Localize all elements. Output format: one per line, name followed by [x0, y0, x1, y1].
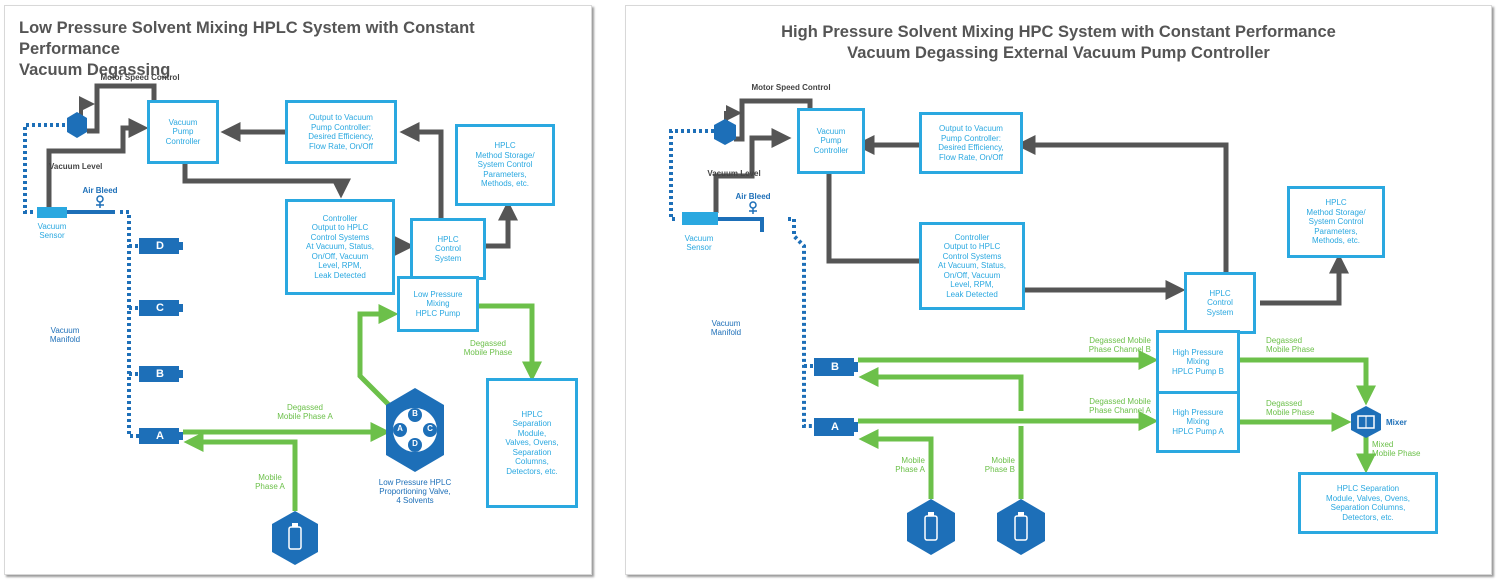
valve-port-d: D: [412, 439, 418, 448]
channel-a-label: A: [831, 421, 839, 433]
degassed-mobile-phase-a-label: Degassed Mobile Phase: [1266, 399, 1315, 417]
channel-a-label: A: [156, 430, 164, 442]
vacuum-level-label: Vacuum Level: [707, 169, 761, 178]
vacuum-level-label: Vacuum Level: [49, 162, 103, 171]
degassed-channel-b-label: Degassed Mobile Phase Channel B: [1088, 336, 1151, 354]
channel-a-block: [139, 428, 183, 444]
degassed-channel-a-label: Degassed Mobile Phase Channel A: [1089, 397, 1151, 415]
control-to-method-storage-line: [1260, 253, 1349, 306]
degassed-mobile-phase-b-label: Degassed Mobile Phase: [1266, 336, 1315, 354]
high-pressure-diagram-lines: [669, 98, 1381, 555]
mobile-phase-a-line: [183, 432, 298, 511]
valve-port-a: A: [397, 424, 403, 433]
channel-c-block: [139, 300, 183, 316]
separation-module-box: HPLC Separation Module, Valves, Ovens, S…: [486, 378, 578, 508]
proportioning-valve-label: Low Pressure HPLC Proportioning Valve, 4…: [378, 478, 452, 505]
output-to-vacuum-pump-controller-box: Output to Vacuum Pump Controller: Desire…: [285, 100, 397, 164]
proportioning-valve-icon: [386, 388, 444, 472]
controller-output-box: Controller Output to HPLC Control System…: [919, 222, 1025, 310]
high-pressure-diagram-panel: High Pressure Solvent Mixing HPC System …: [625, 5, 1492, 575]
vacuum-pump-controller-box: Vacuum Pump Controller: [797, 108, 865, 174]
motor-speed-control-label: Motor Speed Control: [751, 83, 831, 92]
vacuum-level-line: [46, 118, 149, 208]
low-pressure-pump-box: Low Pressure Mixing HPLC Pump: [397, 276, 479, 332]
vacuum-manifold-label: Vacuum Manifold: [710, 319, 742, 337]
channel-b-label: B: [831, 361, 839, 373]
vacuum-line-to-pump: [23, 123, 65, 214]
solvent-bottle-b-icon: [997, 499, 1045, 555]
pump-b-to-mixer-line: [1239, 357, 1376, 406]
air-bleed-icon: [749, 201, 757, 214]
control-to-method-storage-line: [486, 200, 518, 249]
output-to-vacuum-pump-controller-box: Output to Vacuum Pump Controller: Desire…: [919, 112, 1023, 174]
low-pressure-diagram-panel: Low Pressure Solvent Mixing HPLC System …: [4, 5, 592, 575]
pump-a-box: High Pressure Mixing HPLC Pump A: [1156, 391, 1240, 453]
mobile-phase-b-line: [866, 377, 1024, 499]
solvent-bottle-a-icon: [272, 511, 318, 565]
mixer-label: Mixer: [1386, 418, 1407, 427]
vacuum-sensor-label: Vacuum Sensor: [684, 234, 714, 252]
degassed-mobile-phase-label: Degassed Mobile Phase: [463, 339, 513, 357]
motor-speed-control-line: [87, 83, 157, 134]
pump-controller-to-controller-output-line: [826, 174, 919, 264]
pump-b-box: High Pressure Mixing HPLC Pump B: [1156, 330, 1240, 394]
vacuum-pump-icon: [714, 119, 736, 145]
pump-to-separation-line: [477, 303, 542, 382]
valve-port-c: C: [427, 424, 433, 433]
channel-d-block: [139, 238, 183, 254]
mixer-icon: [1351, 406, 1381, 438]
valve-port-b: B: [412, 409, 418, 418]
controller-output-box: Controller Output to HPLC Control System…: [285, 199, 395, 295]
diagram-title: Low Pressure Solvent Mixing HPLC System …: [19, 19, 475, 79]
vacuum-manifold-line: [788, 217, 814, 428]
vacuum-sensor-icon: [682, 212, 718, 225]
vacuum-sensor-icon: [37, 207, 67, 218]
method-storage-box: HPLC Method Storage/ System Control Para…: [455, 124, 555, 206]
mobile-phase-a-line: [858, 429, 934, 499]
motor-speed-control-line: [734, 98, 813, 142]
vacuum-pump-controller-box: Vacuum Pump Controller: [147, 100, 219, 164]
channel-b-block: [139, 366, 183, 382]
solvent-bottle-a-icon: [907, 499, 955, 555]
diagram-title: High Pressure Solvent Mixing HPC System …: [781, 23, 1336, 62]
control-to-output-line: [399, 122, 444, 248]
channel-a-block: [814, 418, 858, 436]
channel-b-label: B: [156, 368, 164, 380]
method-storage-box: HPLC Method Storage/ System Control Para…: [1287, 186, 1385, 258]
channel-c-label: C: [156, 302, 164, 314]
air-bleed-line: [714, 217, 764, 232]
mobile-phase-a-label: Mobile Phase A: [255, 473, 285, 491]
vacuum-manifold-line: [120, 210, 139, 438]
motor-speed-control-label: Motor Speed Control: [100, 73, 180, 82]
air-bleed-icon: [96, 195, 104, 208]
hplc-control-system-box: HPLC Control System: [410, 218, 486, 280]
low-pressure-diagram-lines: [23, 83, 542, 565]
control-to-output-line: [1015, 135, 1229, 276]
channel-b-block: [814, 358, 858, 376]
hplc-control-system-box: HPLC Control System: [1184, 272, 1256, 334]
vacuum-line-to-pump: [669, 129, 714, 221]
vacuum-sensor-label: Vacuum Sensor: [37, 222, 67, 240]
mobile-phase-a-label: Mobile Phase A: [895, 456, 925, 474]
pump-controller-to-controller-output-line: [182, 163, 351, 199]
mobile-phase-b-label: Mobile Phase B: [984, 456, 1015, 474]
channel-d-label: D: [156, 240, 164, 252]
separation-module-box: HPLC Separation Module, Valves, Ovens, S…: [1298, 472, 1438, 534]
vacuum-pump-icon: [67, 112, 87, 138]
vacuum-level-line: [713, 128, 792, 213]
mixed-mobile-phase-label: Mixed Mobile Phase: [1372, 440, 1421, 458]
air-bleed-label: Air Bleed: [735, 192, 771, 201]
degassed-mobile-phase-a-label: Degassed Mobile Phase A: [277, 403, 333, 421]
air-bleed-label: Air Bleed: [82, 186, 118, 195]
vacuum-manifold-label: Vacuum Manifold: [49, 326, 81, 344]
